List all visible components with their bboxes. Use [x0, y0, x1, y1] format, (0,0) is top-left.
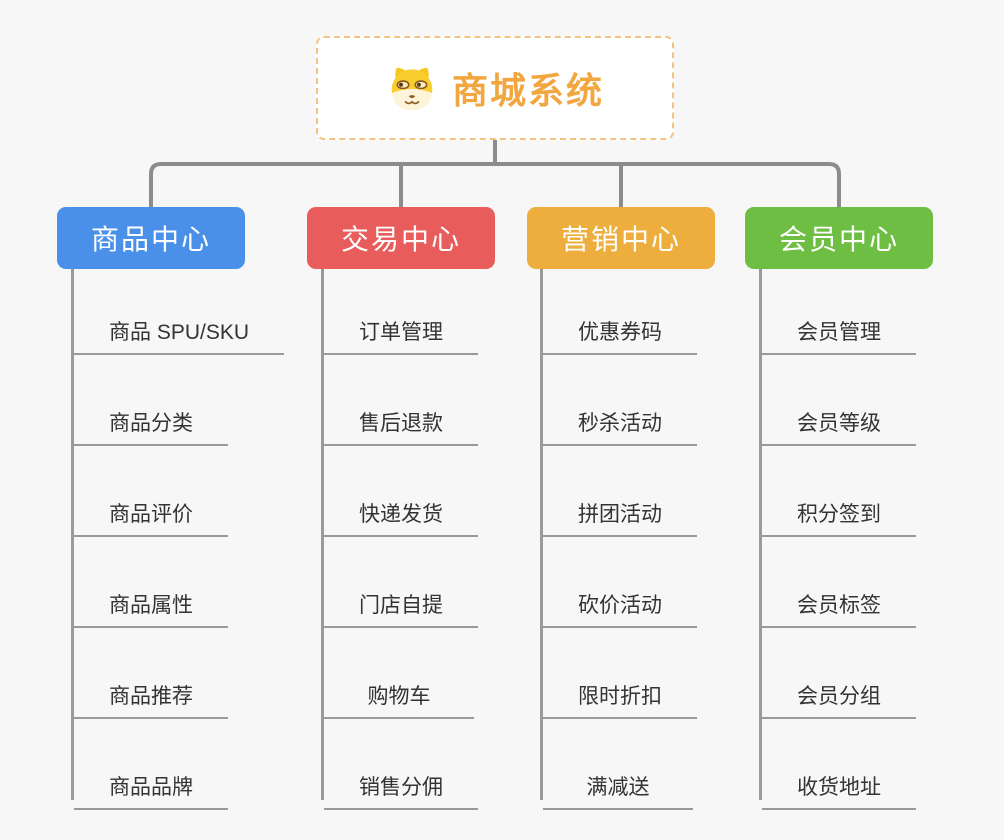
leaf-label: 商品分类	[109, 412, 193, 435]
shiba-dog-face-icon	[391, 67, 433, 110]
leaf-column-member-center: 会员管理 会员等级 积分签到 会员标签 会员分组 收货地址	[759, 269, 916, 810]
leaf-label: 拼团活动	[578, 503, 662, 526]
leaf-label: 限时折扣	[578, 685, 662, 708]
leaf-node[interactable]: 优惠券码	[543, 269, 697, 355]
leaf-label: 快递发货	[359, 503, 443, 526]
leaf-node[interactable]: 会员标签	[762, 537, 916, 628]
leaf-node[interactable]: 销售分佣	[324, 719, 478, 810]
leaf-label: 售后退款	[359, 412, 443, 435]
leaf-column-product-center: 商品 SPU/SKU 商品分类 商品评价 商品属性 商品推荐 商品品牌	[71, 269, 285, 810]
leaf-node[interactable]: 商品品牌	[74, 719, 228, 810]
leaf-column-trade-center: 订单管理 售后退款 快递发货 门店自提 购物车 销售分佣	[321, 269, 478, 810]
leaf-node[interactable]: 快递发货	[324, 446, 478, 537]
leaf-label: 会员标签	[797, 594, 881, 617]
leaf-label: 会员分组	[797, 685, 881, 708]
leaf-node[interactable]: 商品分类	[74, 355, 228, 446]
leaf-node[interactable]: 商品属性	[74, 537, 228, 628]
leaf-node[interactable]: 门店自提	[324, 537, 478, 628]
leaf-label: 秒杀活动	[578, 412, 662, 435]
leaf-label: 商品属性	[109, 594, 193, 617]
leaf-node[interactable]: 商品 SPU/SKU	[74, 269, 285, 355]
leaf-node[interactable]: 拼团活动	[543, 446, 697, 537]
leaf-node[interactable]: 收货地址	[762, 719, 916, 810]
leaf-column-marketing-center: 优惠券码 秒杀活动 拼团活动 砍价活动 限时折扣 满减送	[540, 269, 697, 810]
branch-box-trade-center[interactable]: 交易中心	[307, 207, 495, 269]
leaf-label: 收货地址	[797, 776, 881, 799]
branch-label: 会员中心	[778, 224, 899, 255]
leaf-label: 销售分佣	[359, 776, 443, 799]
leaf-label: 商品 SPU/SKU	[109, 321, 250, 344]
branch-label: 商品中心	[90, 224, 211, 255]
branch-label: 营销中心	[560, 224, 681, 255]
leaf-node[interactable]: 会员管理	[762, 269, 916, 355]
root-title: 商城系统	[451, 70, 604, 111]
branch-box-member-center[interactable]: 会员中心	[745, 207, 933, 269]
leaf-node[interactable]: 订单管理	[324, 269, 478, 355]
leaf-node[interactable]: 会员等级	[762, 355, 916, 446]
root-node-mall-system[interactable]: 商城系统	[316, 36, 674, 140]
leaf-label: 商品评价	[109, 503, 193, 526]
leaf-label: 积分签到	[797, 503, 881, 526]
leaf-node[interactable]: 砍价活动	[543, 537, 697, 628]
leaf-node[interactable]: 秒杀活动	[543, 355, 697, 446]
leaf-label: 会员管理	[797, 321, 881, 344]
leaf-node[interactable]: 积分签到	[762, 446, 916, 537]
leaf-label: 满减送	[586, 776, 650, 799]
leaf-node[interactable]: 会员分组	[762, 628, 916, 719]
leaf-node[interactable]: 购物车	[324, 628, 474, 719]
leaf-node[interactable]: 限时折扣	[543, 628, 697, 719]
branch-box-marketing-center[interactable]: 营销中心	[527, 207, 715, 269]
leaf-label: 门店自提	[359, 594, 443, 617]
leaf-label: 优惠券码	[578, 321, 662, 344]
leaf-node[interactable]: 商品推荐	[74, 628, 228, 719]
leaf-node[interactable]: 满减送	[543, 719, 693, 810]
leaf-label: 订单管理	[359, 321, 443, 344]
leaf-label: 商品推荐	[109, 685, 193, 708]
leaf-label: 会员等级	[797, 412, 881, 435]
leaf-label: 购物车	[367, 685, 431, 708]
branch-label: 交易中心	[340, 224, 461, 255]
leaf-node[interactable]: 商品评价	[74, 446, 228, 537]
leaf-label: 砍价活动	[578, 594, 662, 617]
branch-box-product-center[interactable]: 商品中心	[57, 207, 245, 269]
leaf-label: 商品品牌	[109, 776, 193, 799]
leaf-node[interactable]: 售后退款	[324, 355, 478, 446]
